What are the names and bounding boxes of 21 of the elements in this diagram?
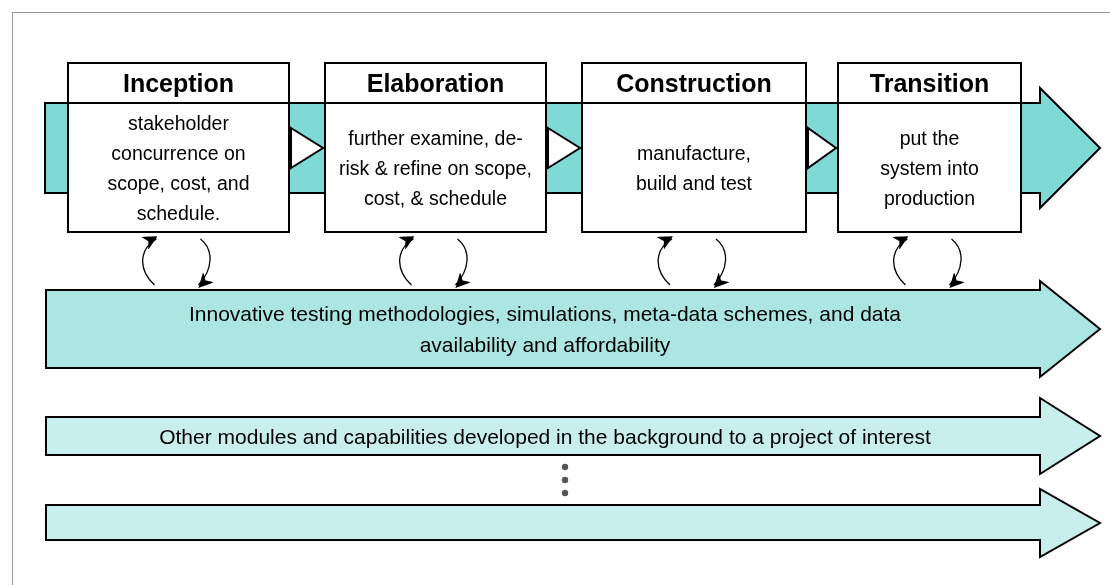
curved-arrow — [142, 236, 158, 286]
curved-arrow — [713, 238, 727, 288]
band-text: Other modules and capabilities developed in the background to a project of interest — [159, 423, 931, 450]
phase-heading: Construction — [581, 62, 807, 104]
curved-arrow — [197, 238, 212, 288]
curved-arrow — [948, 238, 963, 288]
phase-description: stakeholder concurrence on scope, cost, and schedule. — [67, 104, 290, 233]
flow-chevron — [547, 126, 582, 170]
flow-chevron — [290, 126, 325, 170]
phase-description: further examine, de-risk & refine on scope, cost, & schedule — [324, 104, 547, 233]
flow-chevron — [807, 126, 838, 170]
phase-description: put the system into production — [837, 104, 1022, 233]
curved-arrow — [893, 236, 909, 286]
phase-heading: Inception — [67, 62, 290, 104]
band-text: Innovative testing methodologies, simulations, meta-data schemes, and data availability and affordability — [187, 301, 903, 358]
phase-heading: Elaboration — [324, 62, 547, 104]
phase-heading: Transition — [837, 62, 1022, 104]
curved-arrow — [399, 236, 415, 286]
curved-arrow — [454, 238, 469, 288]
phase-description: manufacture, build and test — [581, 104, 807, 233]
curved-arrow — [657, 236, 673, 286]
